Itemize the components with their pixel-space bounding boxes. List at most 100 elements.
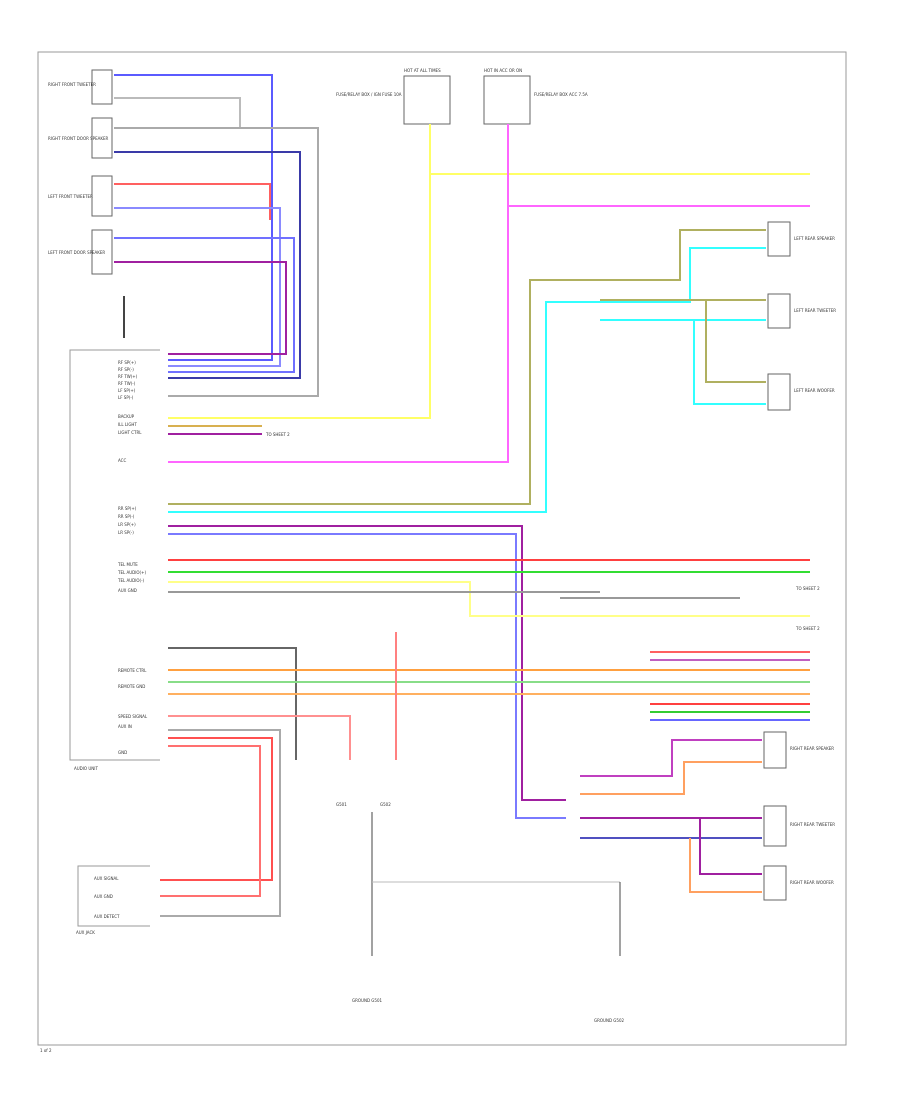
speaker-label: LEFT REAR WOOFER [794, 388, 835, 393]
fuse-box-hot-in-acc [483, 75, 531, 125]
wires-remote [160, 647, 810, 917]
wire-gray [160, 729, 281, 917]
wires-right-rear [580, 739, 762, 893]
speaker-label: LEFT REAR SPEAKER [794, 236, 835, 241]
audio-pin-label: ACC [118, 458, 126, 463]
audio-pin-label: REMOTE CTRL [118, 668, 147, 673]
audio-pin-label: RF SP(-) [118, 367, 134, 372]
wire-olive [168, 229, 766, 505]
wire-cyan [168, 247, 766, 513]
wire-purple [580, 739, 762, 777]
speaker-group-right-rear: RIGHT REAR SPEAKER RIGHT REAR TWEETER RI… [763, 731, 835, 901]
wire-blue [114, 207, 281, 367]
speaker-connector-lr-tweeter [767, 293, 791, 329]
wire-purple [699, 818, 762, 875]
speaker-connector-rr-tweeter [763, 805, 787, 847]
speaker-label: RIGHT REAR WOOFER [790, 880, 834, 885]
wire-gray [114, 127, 319, 397]
wire-blue [168, 533, 566, 819]
wire-blue [114, 237, 295, 373]
audio-pin-label: BACKUP [118, 414, 135, 419]
speaker-connector-lr-woofer [767, 373, 791, 411]
fuse-title: HOT IN ACC OR ON [484, 68, 522, 73]
speaker-connector-rf-door [91, 117, 113, 159]
speaker-label: LEFT FRONT DOOR SPEAKER [48, 250, 105, 255]
wire-purple [168, 525, 566, 801]
wires-bus [168, 525, 810, 819]
speaker-label: LEFT REAR TWEETER [794, 308, 836, 313]
speaker-label: RIGHT FRONT TWEETER [48, 82, 96, 87]
audio-pin-label: LIGHT CTRL [118, 430, 142, 435]
wire-red [160, 737, 273, 881]
audio-unit-outline [69, 349, 160, 761]
wire-orange [689, 838, 762, 893]
audio-pin-label: LR SP(-) [118, 530, 134, 535]
speaker-connector-lf-door [91, 229, 113, 275]
audio-pin-label: LF SP(-) [118, 395, 134, 400]
wire-cyan [693, 320, 766, 405]
audio-pin-label: RF TW(-) [118, 381, 136, 386]
aux-jack-outline [77, 865, 150, 927]
fuse-desc: FUSE/RELAY BOX / IGN FUSE 10A [336, 92, 402, 97]
wire-red [168, 715, 351, 760]
speaker-group-left-rear: LEFT REAR SPEAKER LEFT REAR TWEETER LEFT… [767, 221, 836, 411]
wire-red [114, 183, 271, 220]
audio-unit-title: AUDIO UNIT [74, 766, 98, 771]
wire-yellow [168, 581, 810, 617]
wires-left-rear [168, 229, 766, 513]
audio-pin-label: AUX GND [118, 588, 137, 593]
audio-pin-label: RF TW(+) [118, 374, 138, 379]
speaker-connector-rr-woofer [763, 865, 787, 901]
audio-pin-label: REMOTE GND [118, 684, 145, 689]
wire-olive [705, 300, 766, 383]
fuse-title: HOT AT ALL TIMES [404, 68, 441, 73]
aux-jack: AUX SIGNAL AUX GND AUX DETECT AUX JACK [76, 865, 150, 935]
audio-pin-label: TEL AUDIO(+) [117, 570, 146, 575]
splice-label: G501 [336, 802, 347, 807]
audio-pin-label: GND [118, 750, 127, 755]
wire-navy [114, 151, 301, 379]
audio-pin-label: TEL AUDIO(-) [117, 578, 145, 583]
wire-blue [114, 74, 273, 361]
wires-power [168, 124, 810, 463]
speaker-connector-rr-speaker [763, 731, 787, 769]
speaker-connector-lf-tweeter [91, 175, 113, 217]
audio-pin-label: RF SP(+) [118, 360, 136, 365]
wire-magenta [168, 124, 509, 463]
audio-pin-label: RR SP(+) [118, 506, 137, 511]
speaker-connector-lr-speaker [767, 221, 791, 257]
wire-red [160, 745, 261, 897]
fuse-box-group: HOT AT ALL TIMES HOT IN ACC OR ON FUSE/R… [336, 68, 588, 125]
audio-pin-label: RR SP(-) [118, 514, 135, 519]
fuse-box-hot-at-all-times [403, 75, 451, 125]
splice-label: G502 [380, 802, 391, 807]
off-page-label: TO SHEET 2 [795, 586, 820, 591]
wire-gray [168, 647, 297, 760]
splice-group: G501 G502 GROUND G501 GROUND G502 [336, 802, 624, 1023]
diagram-frame [37, 51, 847, 1046]
ground-label: GROUND G502 [594, 1018, 624, 1023]
speaker-label: LEFT FRONT TWEETER [48, 194, 93, 199]
page-number: 1 of 2 [40, 1048, 52, 1053]
off-page-label: TO SHEET 2 [265, 432, 290, 437]
speaker-label: RIGHT REAR SPEAKER [790, 746, 834, 751]
fuse-desc: FUSE/RELAY BOX ACC 7.5A [534, 92, 588, 97]
off-page-label: TO SHEET 2 [795, 626, 820, 631]
speaker-group-top-left: RIGHT FRONT TWEETER RIGHT FRONT DOOR SPE… [48, 69, 113, 275]
speaker-label: RIGHT REAR TWEETER [790, 822, 835, 827]
speaker-connector-rf-tweeter [91, 69, 113, 105]
audio-pin-label: ILL LIGHT [118, 422, 137, 427]
aux-pin-label: AUX SIGNAL [94, 876, 119, 881]
ground-label: GROUND G501 [352, 998, 382, 1003]
audio-unit: AUDIO UNIT RF SP(+) RF SP(-) RF TW(+) RF… [69, 349, 160, 771]
aux-pin-label: AUX DETECT [94, 914, 120, 919]
audio-pin-label: TEL MUTE [117, 562, 138, 567]
wire-purple [114, 261, 287, 355]
audio-pin-label: LF SP(+) [118, 388, 136, 393]
wires-top-left [114, 74, 319, 397]
aux-pin-label: AUX GND [94, 894, 113, 899]
wire-orange [580, 761, 762, 795]
aux-jack-title: AUX JACK [76, 930, 95, 935]
wire-gray [114, 97, 241, 128]
audio-pin-label: AUX IN [118, 724, 132, 729]
